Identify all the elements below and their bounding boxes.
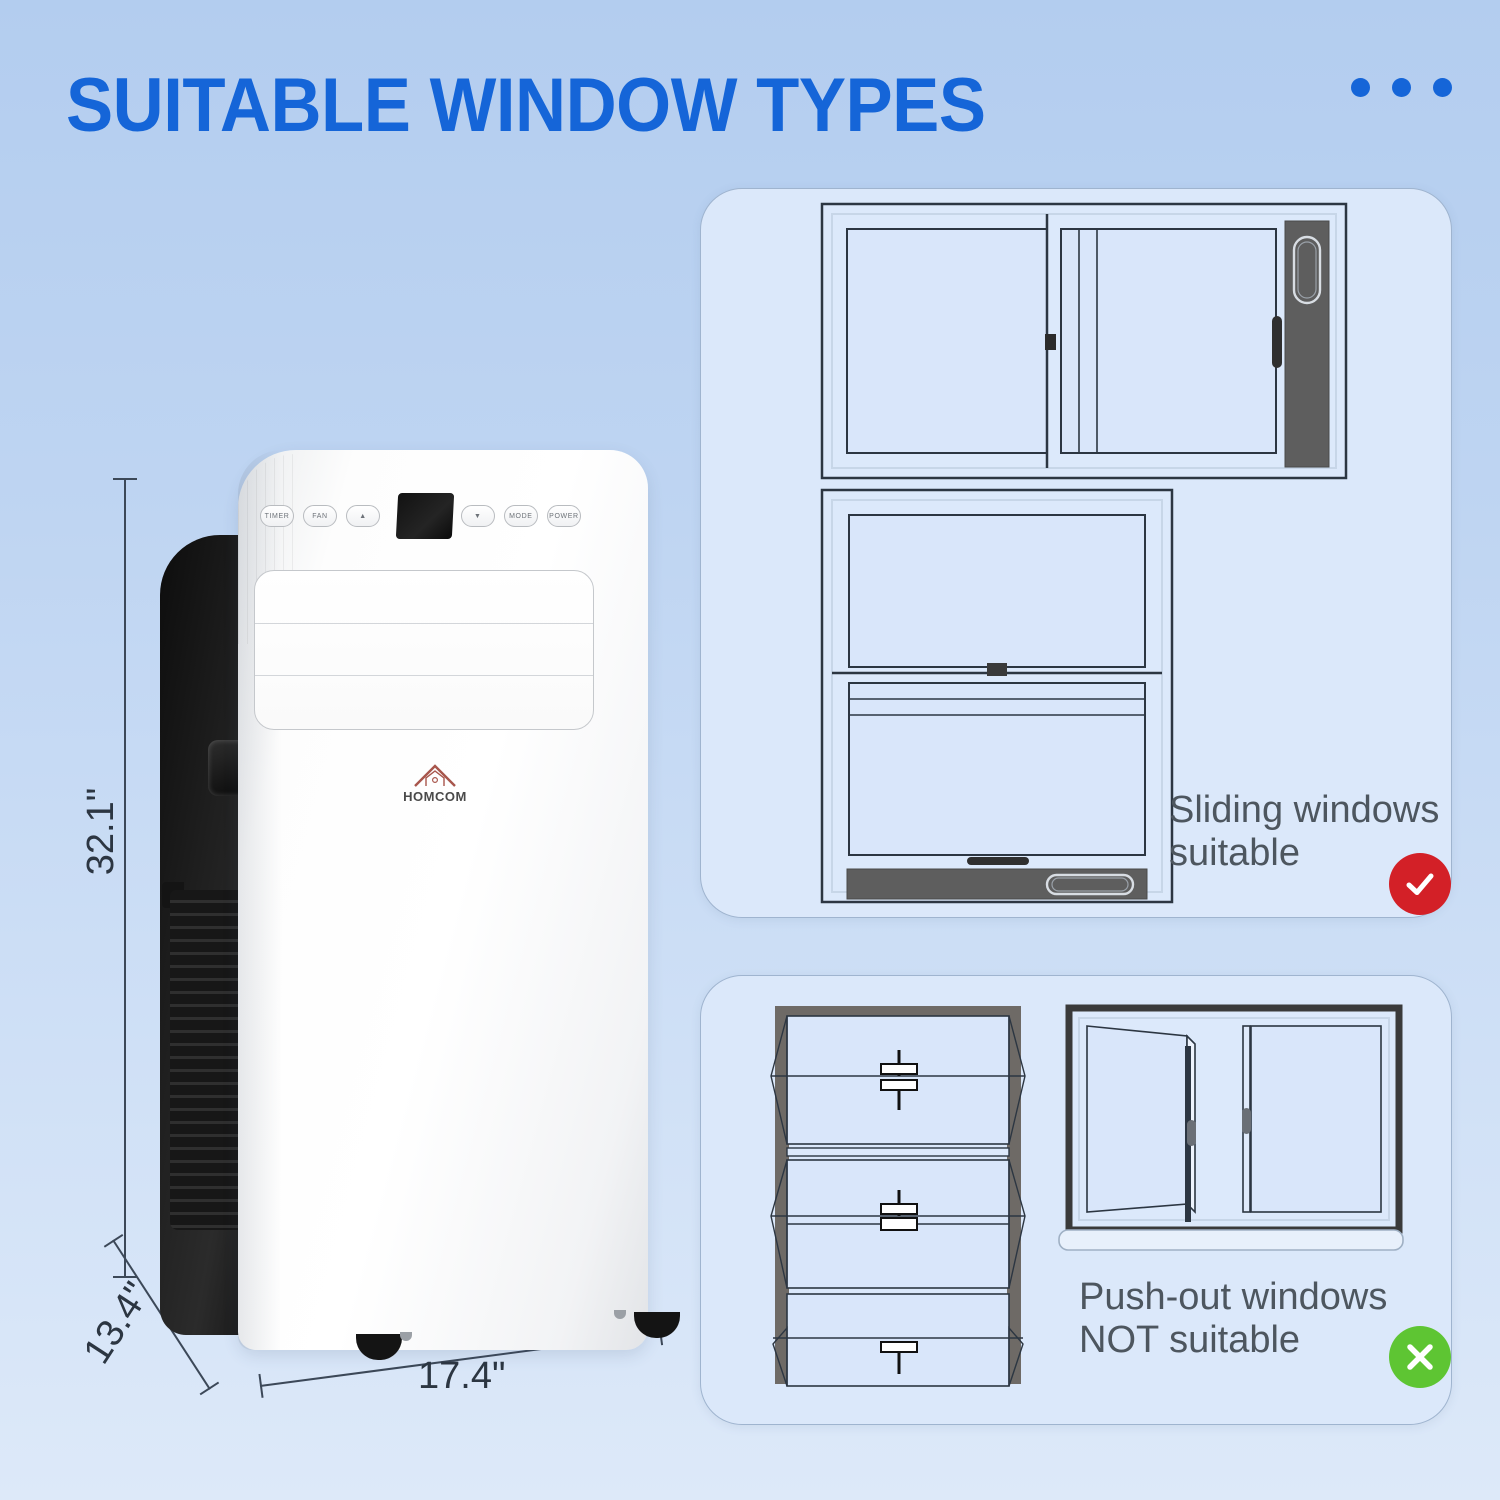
brand-name: HOMCOM: [403, 789, 467, 804]
card-push-out-label-line2: NOT suitable: [1079, 1319, 1301, 1362]
casement-push-out-window: [1051, 998, 1411, 1288]
decorative-dots: [1351, 78, 1452, 97]
ac-air-outlet-louver: [254, 570, 594, 730]
width-dimension-label: 17.4": [418, 1355, 506, 1397]
close-icon: [1407, 1344, 1433, 1370]
timer-button[interactable]: TIMER: [260, 505, 294, 527]
status-badge-not-suitable: [1389, 1326, 1451, 1388]
up-arrow-button[interactable]: ▲: [346, 505, 380, 527]
depth-dimension-label: 13.4": [75, 1275, 159, 1372]
brand-logo: HOMCOM: [390, 762, 480, 804]
check-icon: [1406, 873, 1434, 895]
down-arrow-button[interactable]: ▼: [460, 505, 495, 527]
height-dimension-label: 32.1": [80, 787, 123, 876]
fan-button[interactable]: FAN: [303, 505, 337, 527]
vertical-sliding-window: [819, 487, 1175, 905]
status-badge-suitable: [1389, 853, 1451, 915]
power-button[interactable]: POWER: [546, 505, 581, 527]
card-push-out-label: Push-out windows NOT suitable: [1079, 1276, 1387, 1363]
caster-screw: [614, 1310, 626, 1319]
louver-slat: [255, 675, 593, 676]
caster-screw: [400, 1332, 412, 1341]
portable-air-conditioner: TIMER FAN ▲ ▼ MODE POWER HOMCO: [160, 450, 680, 1360]
ac-front-body: TIMER FAN ▲ ▼ MODE POWER HOMCO: [238, 450, 680, 1360]
card-sliding-label-line2: suitable: [1169, 832, 1300, 875]
dot-icon: [1392, 78, 1411, 97]
dot-icon: [1351, 78, 1370, 97]
caster-wheel: [634, 1312, 680, 1338]
caster-wheel: [356, 1334, 402, 1360]
page-title: SUITABLE WINDOW TYPES: [66, 63, 986, 148]
ac-control-panel[interactable]: TIMER FAN ▲ ▼ MODE POWER: [260, 490, 590, 542]
dot-icon: [1433, 78, 1452, 97]
house-roof-icon: [414, 764, 456, 787]
card-push-out-label-line1: Push-out windows: [1079, 1276, 1388, 1318]
height-dimension-line: [113, 478, 137, 1278]
awning-push-out-window: [759, 998, 1039, 1388]
product-illustration: 32.1" 13.4" 17.4" TIMER FAN ▲ ▼ MODE POW…: [60, 430, 700, 1440]
lcd-display: [395, 493, 455, 539]
mode-button[interactable]: MODE: [503, 505, 538, 527]
card-sliding-windows: Sliding windows suitable: [700, 188, 1452, 918]
card-sliding-label: Sliding windows suitable: [1169, 789, 1439, 876]
card-sliding-label-line1: Sliding windows: [1169, 789, 1440, 831]
louver-slat: [255, 623, 593, 624]
horizontal-sliding-window: [819, 201, 1349, 481]
card-push-out-windows: Push-out windows NOT suitable: [700, 975, 1452, 1425]
